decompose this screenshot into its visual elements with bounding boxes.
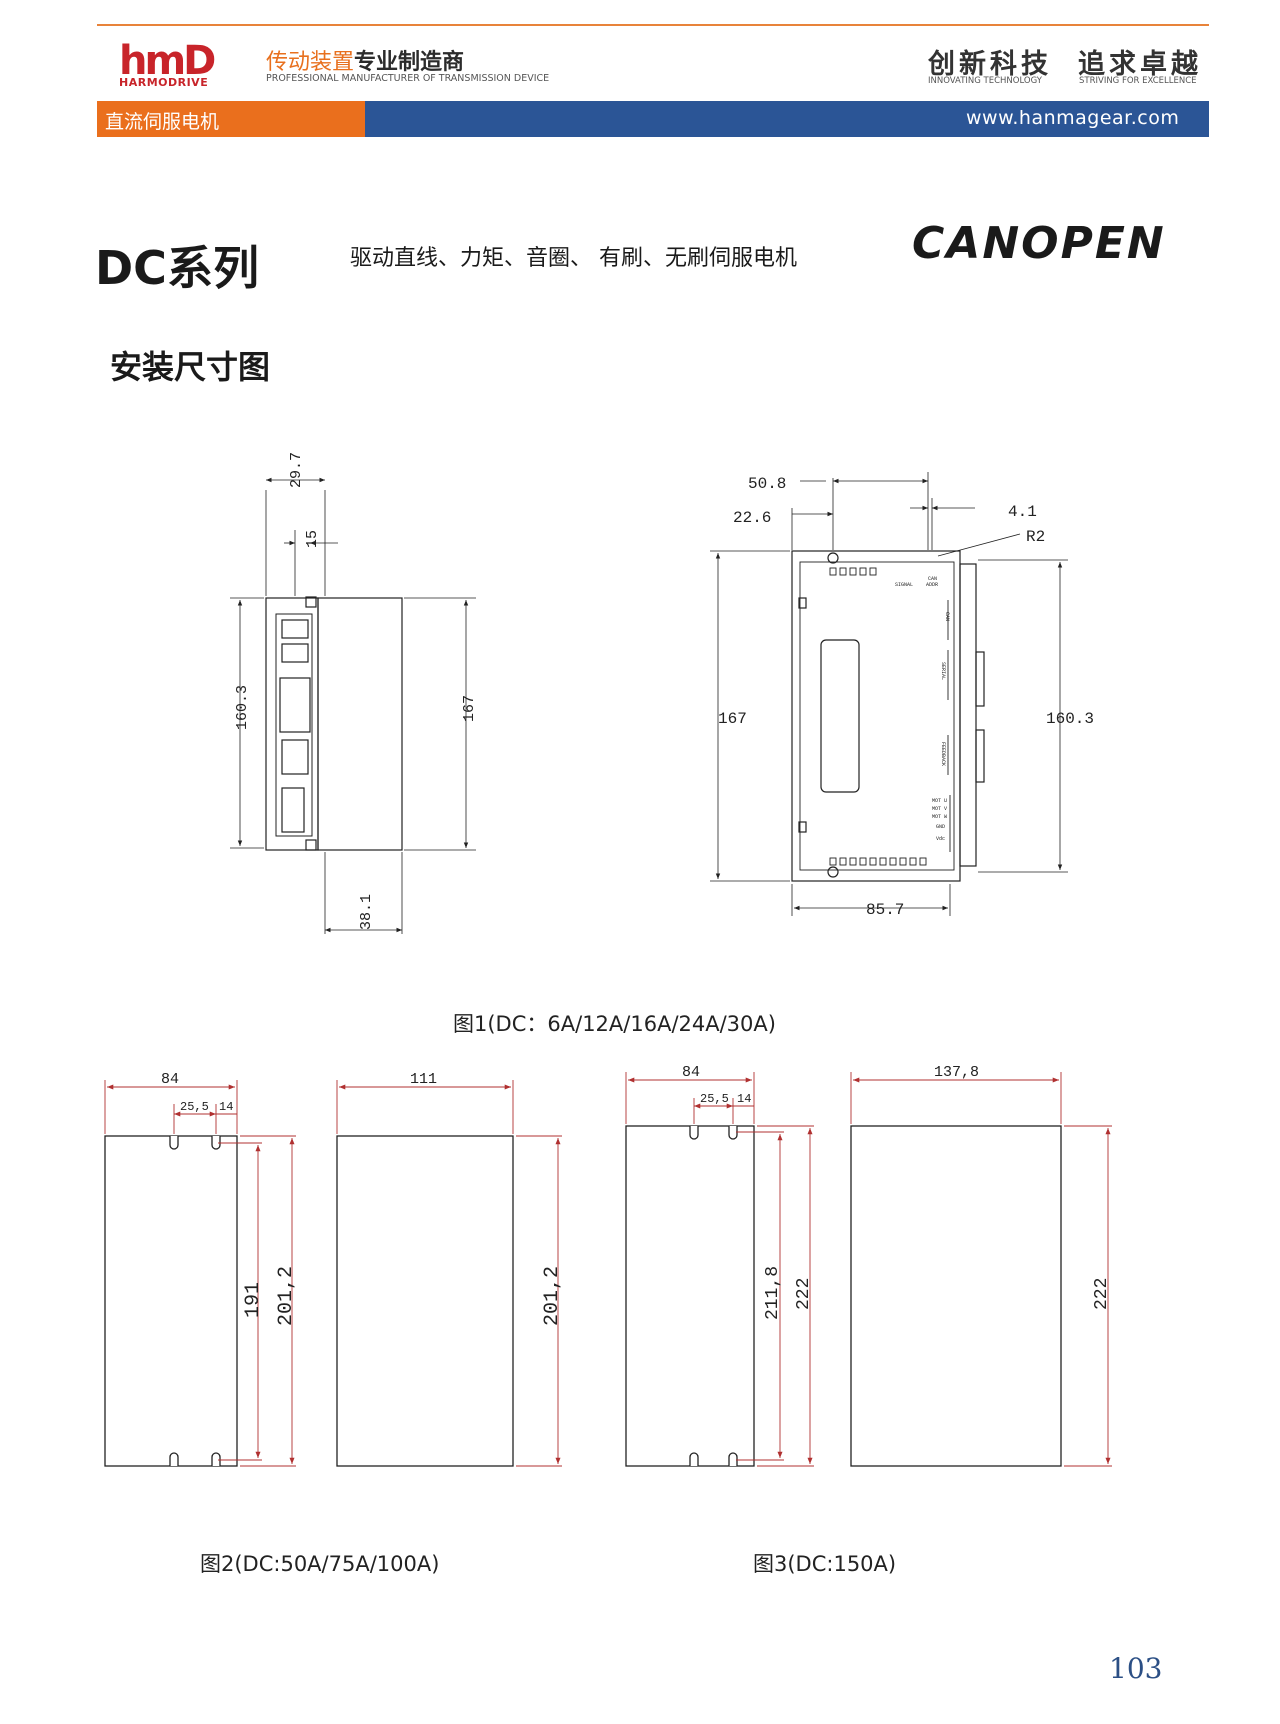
fig1-front-dim-d4: R2 — [1026, 528, 1045, 546]
fig2-dim-h1: 191 — [242, 1282, 265, 1318]
company-en: PROFESSIONAL MANUFACTURER OF TRANSMISSIO… — [266, 73, 550, 84]
fig1-front-dim-d1: 50.8 — [748, 475, 786, 493]
svg-text:ADDR: ADDR — [926, 582, 938, 588]
category-label: 直流伺服电机 — [105, 111, 220, 133]
slogan-striving: 追求卓越 — [1078, 49, 1202, 80]
series-title: DC系列 — [95, 241, 259, 295]
svg-text:hmD: hmD — [119, 40, 215, 84]
fig2-dim-w1: 84 — [161, 1071, 179, 1088]
fig1-front-dim-d3: 4.1 — [1008, 503, 1037, 521]
fig1-side-dim-d3: 160.3 — [234, 685, 251, 730]
svg-text:GND: GND — [936, 824, 945, 830]
svg-text:MOT U: MOT U — [932, 798, 947, 804]
fig3-dim-h2: 222 — [794, 1278, 814, 1310]
fig1-front-dim-d7: 85.7 — [866, 901, 904, 919]
fig1-side-dim-d5: 38.1 — [358, 894, 375, 930]
harmodrive-logo-icon: hmD — [119, 40, 218, 84]
page-number: 103 — [1109, 1652, 1163, 1685]
series-description: 驱动直线、力矩、音圈、 有刷、无刷伺服电机 — [350, 246, 797, 271]
fig3-dim-h1: 211,8 — [763, 1266, 783, 1320]
logo-subtitle: HARMODRIVE — [119, 76, 209, 89]
svg-text:MOT W: MOT W — [932, 814, 947, 820]
fig3-dim-slot1: 25,5 — [700, 1092, 729, 1106]
category-bar — [97, 101, 365, 137]
fig1-front-dim-d6: 160.3 — [1046, 710, 1094, 728]
fig1-side-view — [230, 477, 476, 934]
fig3-dim-slot2: 14 — [737, 1092, 751, 1106]
fig1-side-dim-d1: 29.7 — [288, 452, 305, 488]
fig1-side-dim-d2: 15 — [304, 530, 321, 548]
header-top-line — [97, 24, 1209, 26]
fig1-front-dim-d2: 22.6 — [733, 509, 771, 527]
fig1-side-dim-d4: 167 — [461, 695, 478, 722]
svg-text:CAN: CAN — [944, 612, 950, 621]
fig3-dim-w2: 137,8 — [934, 1064, 979, 1081]
protocol-label: CANOPEN — [912, 218, 1166, 269]
slogan-innovating-en: INNOVATING TECHNOLOGY — [928, 76, 1042, 86]
fig2-dim-h2: 201,2 — [275, 1266, 298, 1326]
fig2-dim-slot2: 14 — [219, 1100, 233, 1114]
fig2-dim-w2: 111 — [410, 1071, 437, 1088]
fig2-dim-h3: 201,2 — [541, 1266, 564, 1326]
website-bar — [365, 101, 1209, 137]
svg-text:FEEDBACK: FEEDBACK — [940, 742, 946, 766]
fig1-front-dim-d5: 167 — [718, 710, 747, 728]
fig3-dim-w1: 84 — [682, 1064, 700, 1081]
website-link[interactable]: www.hanmagear.com — [966, 107, 1180, 129]
fig3-dim-h3: 222 — [1092, 1278, 1112, 1310]
figure-2-drawing — [104, 1135, 514, 1467]
svg-text:Vdc: Vdc — [936, 836, 945, 842]
fig2-dim-slot1: 25,5 — [180, 1100, 209, 1114]
company-cn: 传动装置专业制造商 — [266, 50, 465, 75]
svg-text:CAN: CAN — [928, 576, 937, 582]
svg-text:SERIAL: SERIAL — [940, 662, 946, 680]
figure-3-drawing — [625, 1125, 1062, 1467]
figure-3-caption: 图3(DC:150A) — [753, 1552, 897, 1576]
svg-text:MOT V: MOT V — [932, 806, 947, 812]
figure-1-caption: 图1(DC：6A/12A/16A/24A/30A) — [453, 1012, 776, 1036]
slogan-striving-en: STRIVING FOR EXCELLENCE — [1079, 76, 1197, 86]
section-title: 安装尺寸图 — [110, 348, 271, 386]
figure-2-caption: 图2(DC:50A/75A/100A) — [200, 1552, 440, 1576]
fig1-front-view — [710, 472, 1068, 916]
slogan-innovating: 创新科技 — [928, 49, 1052, 80]
svg-text:SIGNAL: SIGNAL — [895, 582, 913, 588]
